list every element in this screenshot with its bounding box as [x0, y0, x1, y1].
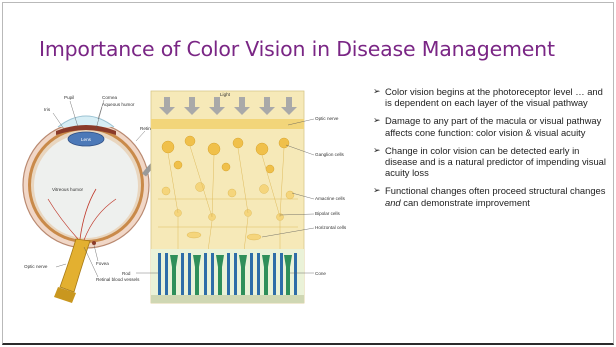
bullet-text: Color vision begins at the photoreceptor… — [385, 86, 603, 108]
bullet-item: ➢ Damage to any part of the macula or vi… — [373, 115, 607, 137]
vitreous-humor-label: Vitreous humor — [52, 187, 84, 192]
slide-title: Importance of Color Vision in Disease Ma… — [39, 37, 599, 61]
bullet-text: Damage to any part of the macula or visu… — [385, 115, 601, 137]
cornea-label: Cornea — [102, 95, 118, 100]
bullet-text: Change in color vision can be detected e… — [385, 145, 606, 178]
bullet-text-post: can demonstrate improvement — [401, 197, 530, 208]
bullet-arrow-icon: ➢ — [373, 86, 381, 97]
retinal-vessels-label: Retinal blood vessels — [96, 277, 140, 282]
bipolar-cells-label: Bipolar cells — [315, 211, 340, 216]
light-label: Light — [220, 92, 231, 97]
fovea-label: Fovea — [96, 261, 109, 266]
eye-retina-figure: Lens Iris Pup — [18, 89, 364, 345]
iris-label: Iris — [44, 107, 51, 112]
horizontal-cells-label: Horizontal cells — [315, 225, 347, 230]
retina-layers: Light — [151, 91, 304, 303]
bullet-item: ➢ Functional changes often proceed struc… — [373, 185, 607, 207]
bullet-arrow-icon: ➢ — [373, 115, 381, 126]
rod-label: Rod — [122, 271, 131, 276]
bullet-item: ➢ Change in color vision can be detected… — [373, 145, 607, 179]
pupil-label: Pupil — [64, 95, 74, 100]
eye-cross-section: Lens Iris Pup — [23, 95, 154, 303]
amacrine-cells-label: Amacrine cells — [315, 196, 346, 201]
cone-label: Cone — [315, 271, 326, 276]
aqueous-humor-label: Aqueous humor — [102, 102, 135, 107]
bullet-list: ➢ Color vision begins at the photorecept… — [373, 86, 607, 215]
bullet-text-emphasis: and — [385, 197, 401, 208]
bullet-item: ➢ Color vision begins at the photorecept… — [373, 86, 607, 108]
bullet-arrow-icon: ➢ — [373, 145, 381, 156]
optic-nerve-label: Optic nerve — [24, 264, 48, 269]
optic-nerve-layer-label: Optic nerve — [315, 116, 339, 121]
ganglion-cells-label: Ganglion cells — [315, 152, 345, 157]
eye-retina-illustration: Lens Iris Pup — [18, 89, 364, 345]
bullet-text-pre: Functional changes often proceed structu… — [385, 185, 605, 196]
lens-label: Lens — [81, 137, 92, 142]
bullet-arrow-icon: ➢ — [373, 185, 381, 196]
